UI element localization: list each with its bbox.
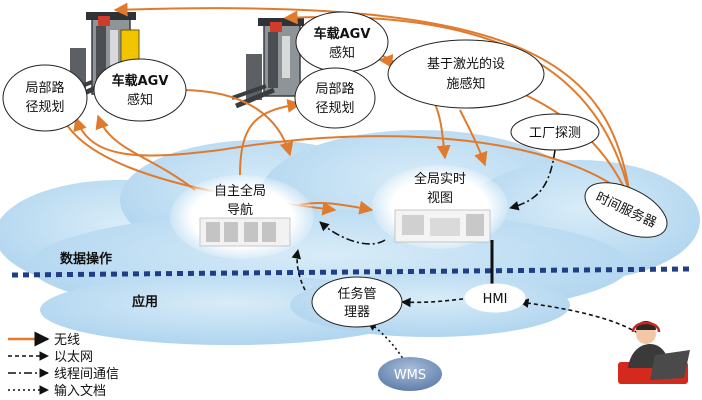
legend-label: 线程间通信 [54, 367, 119, 382]
legend-item-wireless: 无线 [8, 331, 80, 348]
node-label: 任务管 [337, 286, 376, 302]
node-local-path-1: 局部路 径规划 [2, 64, 88, 132]
node-label: 局部路 [315, 81, 354, 97]
operator-icon [618, 321, 690, 384]
link-laser-view [459, 109, 488, 167]
legend-item-interthread: 线程间通信 [8, 367, 119, 382]
layer-label-data-operations: 数据操作 [60, 251, 112, 267]
node-task-manager: 任务管 理器 [311, 276, 403, 328]
link-view-nav [319, 221, 386, 245]
link-factory-view [509, 149, 556, 211]
node-agv-perception-2: 车载AGV 感知 [295, 11, 389, 73]
link-perception1-view [179, 89, 294, 157]
node-label: 感知 [127, 92, 153, 108]
node-wms: WMS [378, 357, 442, 391]
node-label: HMI [483, 292, 508, 307]
legend-label: 输入文档 [54, 383, 106, 399]
warehouse-map-thumbnail [199, 217, 291, 247]
agv-forklift-2 [231, 18, 304, 109]
node-global-realtime-view: 全局实时 视图 [372, 165, 508, 249]
node-label: 基于激光的设 [427, 56, 505, 72]
node-autonomous-navigation: 自主全局 导航 [170, 175, 314, 259]
link-timeserver-agv1 [113, 2, 631, 197]
node-label: 导航 [227, 202, 253, 218]
legend-item-input-doc: 输入文档 [8, 383, 106, 399]
node-label: 车载AGV [112, 73, 169, 89]
link-taskmgr-nav [291, 249, 306, 291]
node-label: 理器 [344, 305, 370, 320]
node-label: 施感知 [446, 76, 485, 92]
node-label: 感知 [329, 45, 355, 61]
node-label: 局部路 [25, 80, 64, 96]
node-label: 工厂探测 [529, 126, 581, 141]
link-nav-localpath2 [239, 98, 302, 176]
node-label: WMS [394, 368, 426, 383]
node-label: 径规划 [25, 100, 64, 115]
link-hmi-taskmgr [401, 297, 471, 308]
legend-label: 无线 [54, 333, 80, 348]
node-factory-detect: 工厂探测 [510, 113, 600, 151]
node-label: 径规划 [315, 101, 354, 116]
node-label: 全局实时 [414, 171, 466, 187]
node-label: 视图 [427, 191, 453, 206]
layer-label-application: 应用 [132, 294, 158, 310]
factory-map-thumbnail [394, 209, 491, 243]
legend-item-ethernet: 以太网 [8, 350, 93, 365]
layer-divider [11, 266, 691, 278]
legend-label: 以太网 [54, 350, 93, 365]
node-label: 车载AGV [314, 26, 371, 42]
node-agv-perception-1: 车载AGV 感知 [93, 58, 187, 122]
node-local-path-2: 局部路 径规划 [294, 67, 376, 129]
node-hmi: HMI [464, 283, 526, 313]
node-label: 自主全局 [214, 183, 266, 199]
link-nav-agv1 [95, 114, 196, 191]
node-laser-facility: 基于激光的设 施感知 [387, 39, 545, 109]
legend: 无线 以太网 线程间通信 输入文档 [8, 331, 119, 399]
